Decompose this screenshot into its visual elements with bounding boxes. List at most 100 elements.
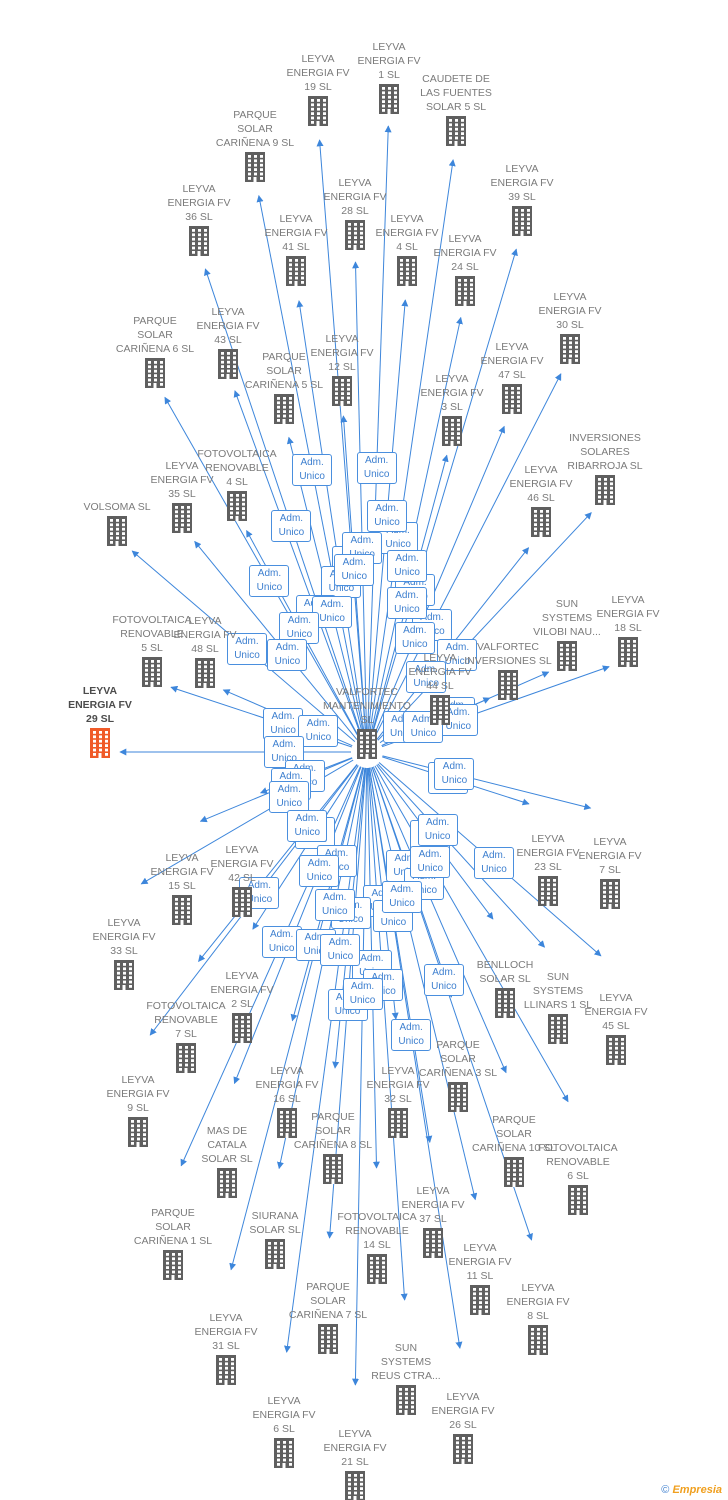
company-name-line: 6 SL (567, 1170, 589, 1182)
role-label[interactable]: Adm.Unico (423, 964, 464, 997)
role-label[interactable]: Adm.Unico (298, 715, 339, 747)
role-label[interactable]: Adm.Unico (386, 587, 427, 620)
role-label[interactable]: Adm.Unico (279, 611, 320, 644)
role-label[interactable]: Adm.Unico (271, 510, 312, 543)
role-label[interactable]: Adm.Unico (227, 633, 267, 666)
role-label[interactable]: Adm.Unico (391, 1019, 432, 1052)
role-label[interactable]: Adm.Unico (382, 880, 423, 913)
role-label[interactable]: Adm.Unico (356, 451, 397, 484)
role-label[interactable]: Adm.Unico (320, 934, 361, 967)
copyright-credit[interactable]: © Empresia (661, 1484, 722, 1496)
role-label[interactable]: Adm.Unico (314, 888, 355, 921)
role-label[interactable]: Adm.Unico (299, 855, 340, 887)
role-label[interactable]: Adm.Unico (261, 926, 302, 959)
role-label[interactable]: Adm.Unico (417, 813, 458, 846)
role-label[interactable]: Adm.Unico (267, 638, 308, 671)
role-label[interactable]: Adm.Unico (292, 453, 333, 486)
role-label-text: Unico (286, 628, 313, 640)
role-label-text: Adm. (420, 612, 444, 624)
role-label[interactable]: Adm.Unico (334, 554, 375, 587)
company-name-line: PARQUE (492, 1114, 536, 1126)
building-icon (172, 895, 192, 925)
company-name-line: ENERGIA FV (431, 1405, 495, 1417)
role-label[interactable]: Adm.Unico (394, 622, 435, 655)
company-name-line: LEYVA (107, 917, 141, 929)
role-label[interactable]: Adm.Unico (287, 810, 328, 843)
role-label[interactable]: Adm.Unico (387, 549, 428, 582)
company-name-line: 5 SL (141, 642, 163, 654)
role-label[interactable]: Adm.Unico (249, 564, 290, 597)
company-node[interactable]: VOLSOMA SL (65, 500, 169, 546)
role-label[interactable]: Adm.Unico (342, 977, 383, 1010)
role-label[interactable]: Adm.Unico (367, 500, 407, 532)
role-label[interactable]: Adm.Unico (434, 757, 475, 790)
role-label[interactable]: Adm.Unico (269, 781, 310, 814)
role-label[interactable]: Adm.Unico (362, 968, 403, 1001)
role-label[interactable]: Adm.Unico (403, 711, 444, 744)
role-label[interactable]: Adm.Unico (473, 846, 514, 879)
role-label-text: Unico (445, 720, 472, 732)
role-label[interactable]: Adm.Unico (410, 846, 451, 879)
role-label[interactable]: Adm.Unico (406, 661, 447, 694)
